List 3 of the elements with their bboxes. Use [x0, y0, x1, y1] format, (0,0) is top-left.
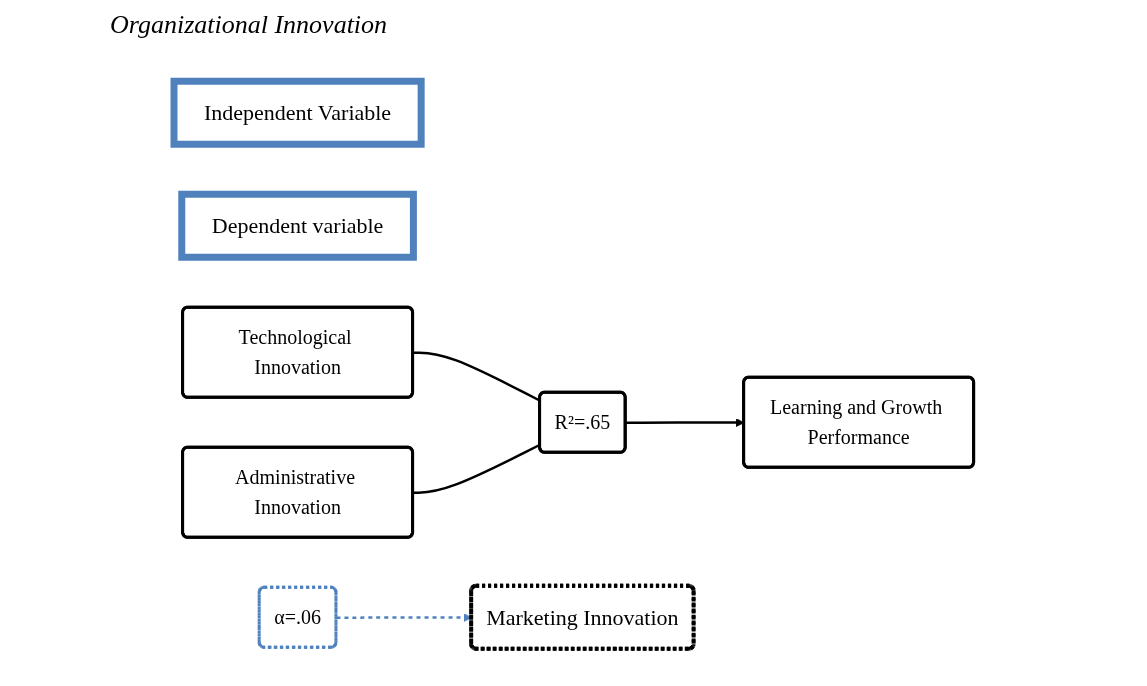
node-box: Independent Variable [170, 77, 425, 148]
node-box: Dependent variable [177, 190, 417, 261]
group-heading: Organizational Innovation [110, 10, 388, 40]
